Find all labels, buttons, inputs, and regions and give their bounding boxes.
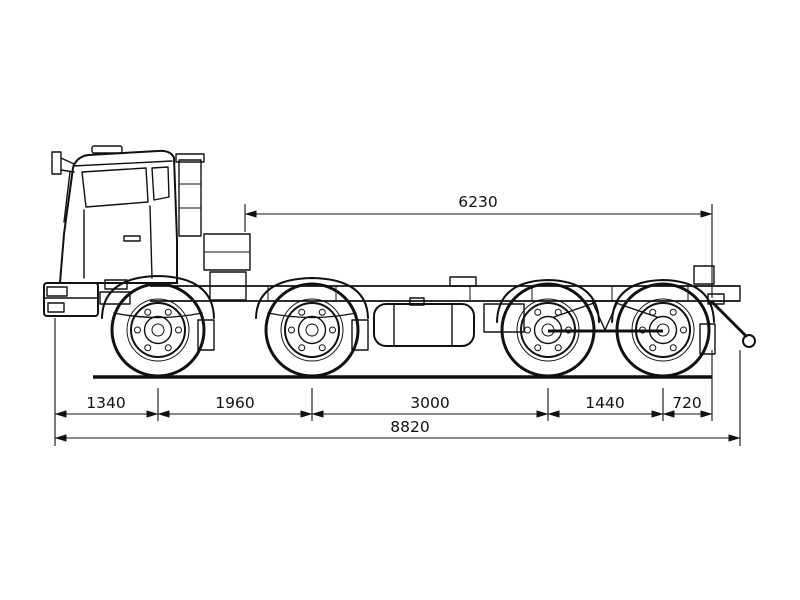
windshield-edge [63,171,71,223]
chassis-frame [150,285,741,302]
wheel-axle1 [110,282,206,378]
leaf-spring [267,312,357,319]
front-bumper [43,279,131,317]
mirror [51,151,62,175]
fuel-cap [409,297,425,306]
rear-tow-hitch [693,265,756,348]
dim-label-top-span: 6230 [458,193,497,211]
door-handle [123,235,141,242]
tow-hook [742,334,756,348]
rear-bogie [496,278,716,355]
wheel-axle2 [264,282,360,378]
dim-label-axle3-axle4: 1440 [585,394,624,412]
quarter-window [151,166,170,201]
dim-label-axle1-axle2: 1960 [215,394,254,412]
dim-label-axle2-axle3: 3000 [410,394,449,412]
dimension-annotations: 6230 1340 1960 3000 1440 720 8820 [54,193,741,446]
mud-flap [351,319,369,351]
fuel-tank [373,297,475,347]
leaf-spring [113,312,203,319]
cab-step [99,291,131,305]
dim-label-front-overhang: 1340 [86,394,125,412]
cab [51,145,178,284]
dim-chain: 1340 1960 3000 1440 720 [54,318,741,446]
door-seam [149,205,153,279]
dim-label-rear-overhang: 720 [672,394,702,412]
headlight [46,286,68,297]
bogie-pivot [591,300,619,331]
front-fenders [101,274,369,351]
air-intake-stack [175,153,205,237]
roof-hatch [91,145,123,154]
rear-lamp-box [693,265,715,285]
dim-top-span: 6230 [244,193,713,298]
dim-overall-length: 8820 [54,418,741,442]
dim-label-overall-length: 8820 [390,418,429,436]
toolbox [449,276,477,287]
mud-flap [197,319,215,351]
truck-drawing [43,145,756,379]
sun-visor [72,160,173,167]
door-window [81,167,149,208]
engine-equipment [203,233,251,301]
